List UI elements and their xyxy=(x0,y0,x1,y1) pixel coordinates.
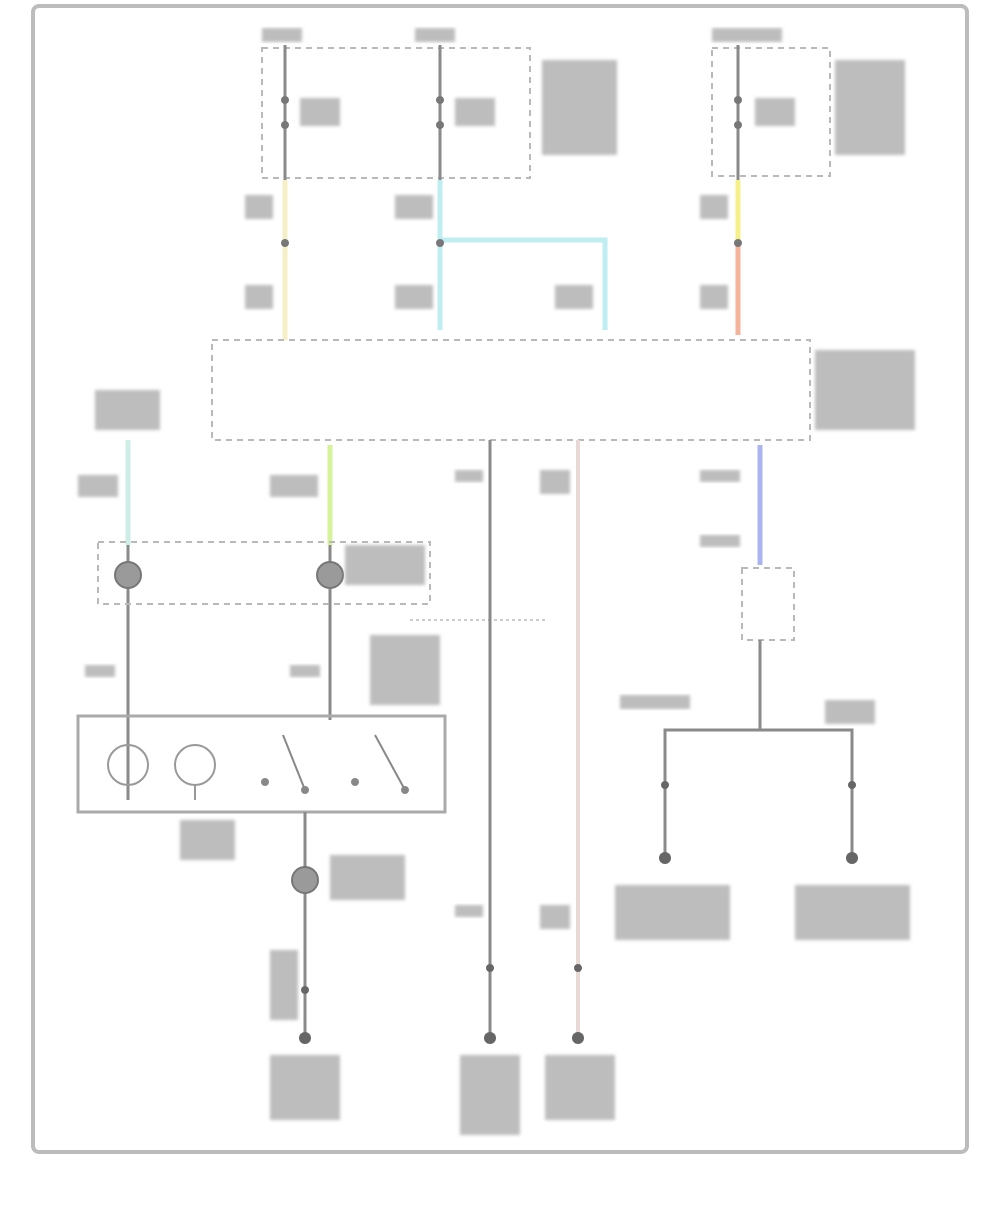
wire-fuse-b-branch xyxy=(440,237,608,330)
connector-icon xyxy=(291,866,319,894)
switch-icons xyxy=(261,734,409,794)
right-connector xyxy=(741,567,795,641)
fuse-icons xyxy=(281,96,742,247)
connector-box xyxy=(97,541,431,605)
control-module xyxy=(211,339,811,441)
blurred-labels xyxy=(78,28,915,1135)
ground-icons xyxy=(299,781,858,1044)
lamp-icons xyxy=(107,744,216,800)
connector-icons xyxy=(114,561,344,589)
switch-assembly xyxy=(76,714,447,814)
fuse-box-left xyxy=(261,47,531,179)
fuse-box-right xyxy=(711,47,831,177)
diagram-border xyxy=(31,4,969,1154)
wire-right-bus xyxy=(663,728,854,858)
